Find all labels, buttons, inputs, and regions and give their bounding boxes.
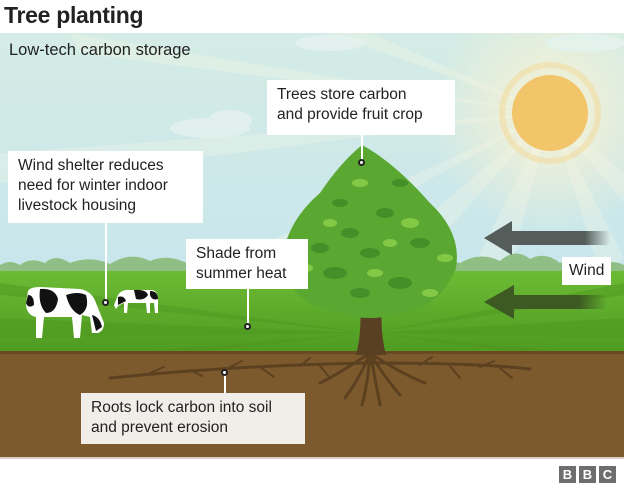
roots: [108, 351, 532, 407]
wind-arrow-upper: [484, 221, 610, 255]
label-roots-line2: and prevent erosion: [91, 419, 229, 436]
label-roots-line1: Roots lock carbon into soil: [91, 399, 272, 416]
label-wind: Wind: [562, 257, 612, 285]
label-wind-shelter-line3: livestock housing: [18, 197, 137, 214]
label-tree-line2: and provide fruit crop: [277, 106, 423, 123]
subtitle: Low-tech carbon storage: [9, 41, 191, 59]
tree-canopy: [282, 145, 457, 318]
wind-arrow-lower: [484, 285, 607, 319]
bbc-logo-letter-3: C: [599, 466, 616, 483]
clouds: [170, 34, 624, 138]
label-shade-line1: Shade from: [196, 245, 277, 262]
marker-dot-roots: [221, 369, 228, 376]
leader-line-tree: [361, 135, 363, 161]
label-tree-carbon: Trees store carbon and provide fruit cro…: [267, 80, 455, 135]
label-wind-shelter-line2: need for winter indoor: [18, 177, 168, 194]
marker-dot-shade: [244, 323, 251, 330]
page-title: Tree planting: [4, 2, 144, 28]
bbc-logo: B B C: [559, 466, 616, 483]
label-shade-line2: summer heat: [196, 265, 287, 282]
leader-line-roots: [224, 373, 226, 393]
leader-line-shade: [247, 289, 249, 325]
cow-small: [114, 289, 158, 313]
cow-large: [26, 287, 104, 338]
label-wind-shelter: Wind shelter reduces need for winter ind…: [8, 151, 203, 223]
marker-dot-wind-shelter: [102, 299, 109, 306]
bbc-logo-letter-1: B: [559, 466, 576, 483]
sun: [512, 75, 588, 151]
label-roots: Roots lock carbon into soil and prevent …: [81, 393, 305, 444]
leader-line-wind-shelter: [105, 223, 107, 301]
marker-dot-tree: [358, 159, 365, 166]
label-shade: Shade from summer heat: [186, 239, 308, 289]
scene-artwork: [0, 33, 624, 459]
label-tree-line1: Trees store carbon: [277, 86, 407, 103]
illustration: Low-tech carbon storage Trees store carb…: [0, 33, 624, 459]
label-wind-shelter-line1: Wind shelter reduces: [18, 157, 164, 174]
bbc-logo-letter-2: B: [579, 466, 596, 483]
